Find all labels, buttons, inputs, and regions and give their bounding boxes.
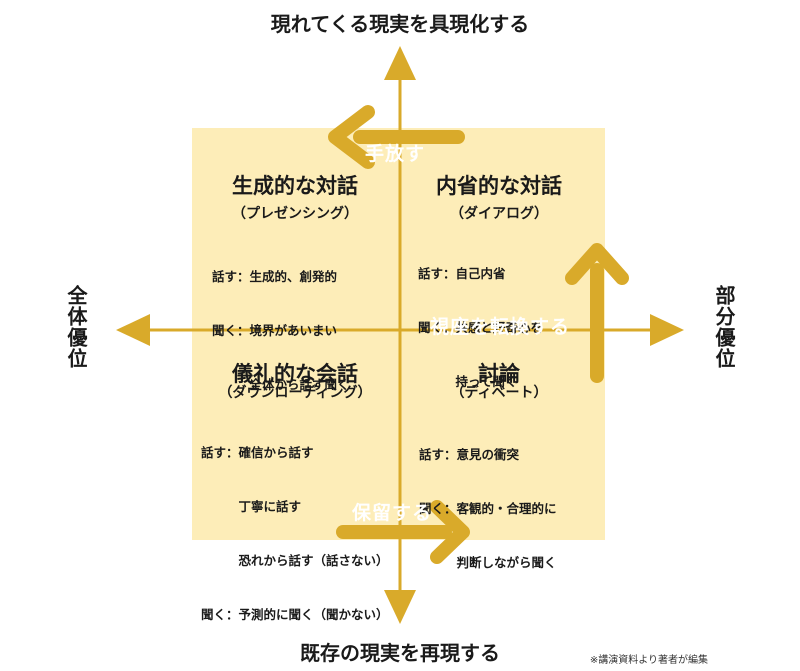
quadrant-lines-ritual: 話す：確信から話す 丁寧に話す 恐れから話す（話さない） 聞く：予測的に聞く（聞… [201, 408, 389, 660]
quadrant-line: 話す：自己内省 [418, 266, 506, 281]
quadrant-line: 聞く：境界があいまい [212, 323, 338, 338]
quadrant-line: 判断しながら聞く [419, 555, 557, 570]
quadrant-line: 聞く：予測的に聞く（聞かない） [201, 607, 389, 622]
axis-label-right: 部分優位 [712, 285, 736, 369]
quadrant-subtitle-dialogue: （ダイアログ） [450, 206, 548, 222]
quadrant-lines-generative: 話す：生成的、創発的 聞く：境界があいまい 全体から話す聞く [212, 232, 350, 430]
quadrant-title-reflective: 内省的な対話 [436, 174, 562, 198]
quadrant-line: 恐れから話す（話さない） [201, 553, 389, 568]
quadrant-line: 持って聞く [418, 374, 518, 389]
quadrant-line: 全体から話す聞く [212, 377, 350, 392]
quadrant-lines-reflective: 話す：自己内省 聞く：共感と好奇心を 持って聞く [418, 229, 543, 427]
quadrant-subtitle-presencing: （プレゼンシング） [232, 206, 358, 222]
quadrant-subtitle-debate: （ディベート） [450, 385, 548, 401]
axis-arrow-down [384, 590, 416, 624]
quadrant-title-ritual: 儀礼的な会話 [232, 362, 358, 386]
axis-arrow-up [384, 46, 416, 80]
quadrant-line: 話す：確信から話す [201, 445, 314, 460]
quadrant-line: 聞く：客観的・合理的に [419, 501, 557, 516]
axis-arrow-left [116, 314, 150, 346]
quadrant-line: 話す：生成的、創発的 [212, 269, 338, 284]
shift-arrow-head [565, 243, 629, 285]
quadrant-lines-debate: 話す：意見の衝突 聞く：客観的・合理的に 判断しながら聞く [419, 410, 557, 608]
action-label-suspend: 保留する [352, 502, 433, 524]
source-credit: ※講演資料より著者が編集 [589, 655, 708, 666]
action-label-shift-viewpoint: 視座を転換する [430, 316, 571, 338]
axis-label-top: 現れてくる現実を具現化する [270, 12, 530, 36]
action-label-let-go: 手放す [365, 143, 426, 165]
quadrant-title-debate: 討論 [478, 362, 520, 386]
let-go-arrow-head [328, 105, 375, 169]
axis-label-bottom: 既存の現実を再現する [300, 641, 500, 665]
axis-arrow-right [650, 314, 684, 346]
suspend-arrow-head [430, 500, 470, 564]
quadrant-line: 聞く：共感と好奇心を [418, 320, 544, 335]
quadrant-line: 丁寧に話す [201, 499, 302, 514]
quadrant-line: 話す：意見の衝突 [419, 447, 520, 462]
quadrant-subtitle-downloading: （ダウンローディング） [218, 385, 372, 401]
axis-label-left: 全体優位 [64, 285, 88, 369]
quadrant-title-generative: 生成的な対話 [232, 174, 358, 198]
